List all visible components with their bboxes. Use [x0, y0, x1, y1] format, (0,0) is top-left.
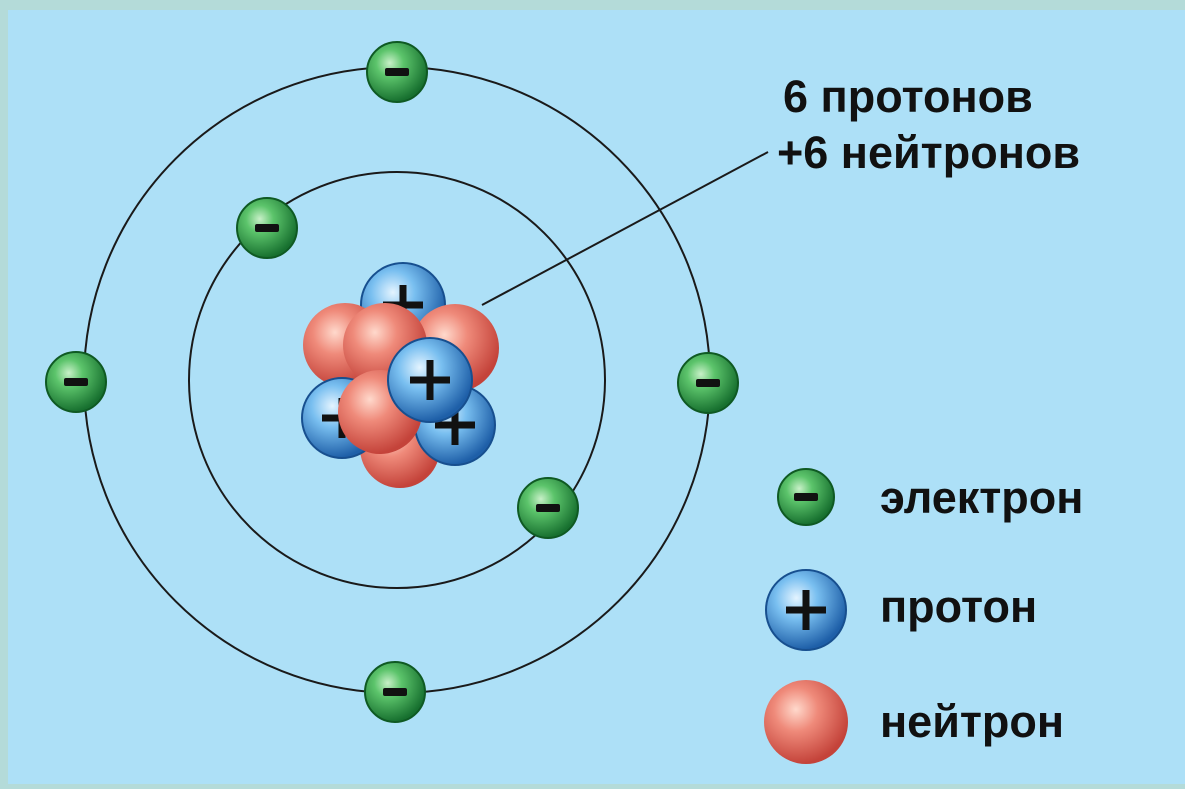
nucleus-label-line2: +6 нейтронов [777, 127, 1080, 178]
electron [677, 352, 739, 414]
legend-item-neutron: нейтрон [764, 680, 1064, 764]
electron-icon [777, 468, 835, 526]
electron [364, 661, 426, 723]
electron [366, 41, 428, 103]
neutron-icon [764, 680, 848, 764]
legend-label: нейтрон [880, 696, 1064, 747]
legend-item-electron: электрон [777, 468, 1083, 526]
legend: электрон протон нейтрон [764, 468, 1083, 764]
proton [387, 337, 473, 423]
legend-item-proton: протон [765, 569, 1037, 651]
nucleus-leader-line [481, 151, 769, 306]
proton-icon [765, 569, 847, 651]
electron [45, 351, 107, 413]
nucleus [301, 262, 499, 488]
electron [236, 197, 298, 259]
electron [517, 477, 579, 539]
nucleus-label-line1: 6 протонов [783, 71, 1033, 122]
legend-label: протон [880, 581, 1037, 632]
inner-orbit [188, 171, 606, 589]
legend-label: электрон [880, 472, 1083, 523]
